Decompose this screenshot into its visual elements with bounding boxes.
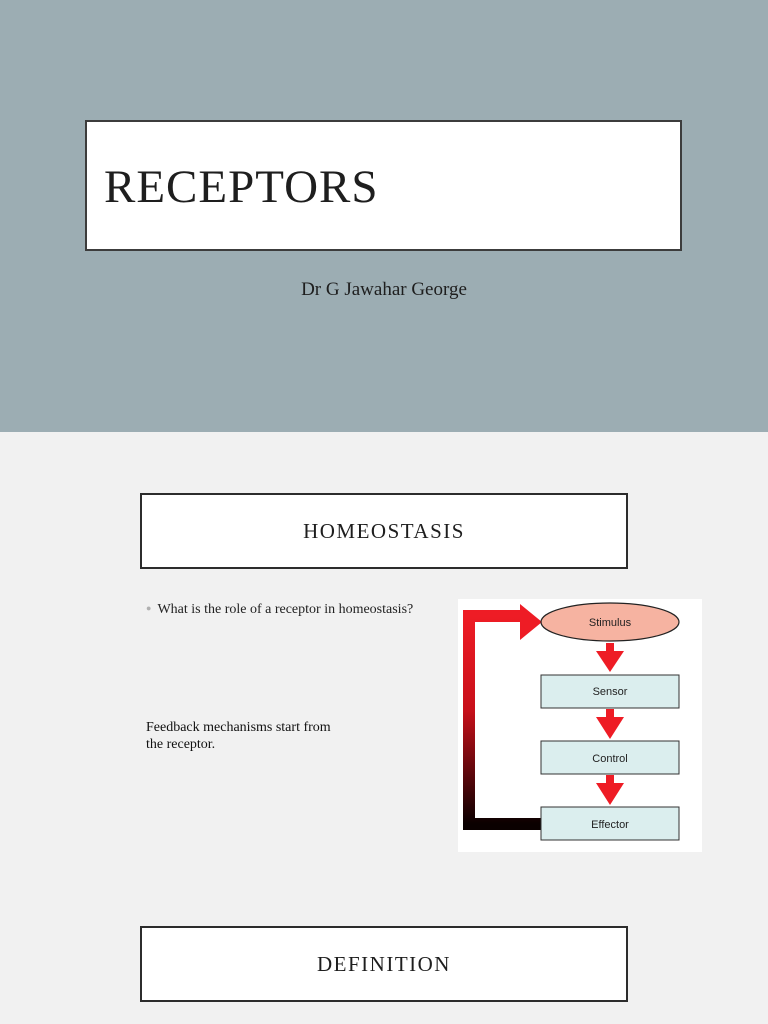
feedback-note: Feedback mechanisms start from the recep… — [146, 720, 331, 752]
bullet-dot-icon: ● — [146, 603, 152, 613]
arrow-shaft-2 — [606, 709, 614, 717]
stimulus-ellipse — [540, 602, 680, 642]
feedback-loop-arrowhead-icon — [520, 604, 542, 640]
bullet-text: What is the role of a receptor in homeos… — [157, 602, 414, 617]
down-arrow-2-icon — [596, 717, 624, 739]
stimulus-label: Stimulus — [589, 617, 632, 629]
author-name: Dr G Jawahar George — [301, 279, 467, 300]
down-arrow-1-icon — [596, 651, 624, 672]
feedback-diagram: Stimulus Sensor Control Effector — [458, 599, 702, 852]
homeostasis-heading-box: HOMEOSTASIS — [140, 493, 628, 569]
definition-heading-box: DEFINITION — [140, 926, 628, 1002]
title-slide: RECEPTORS Dr G Jawahar George — [0, 0, 768, 432]
feedback-loop-line — [463, 610, 541, 830]
down-arrow-3-icon — [596, 783, 624, 805]
effector-box — [540, 806, 680, 841]
control-box — [540, 740, 680, 775]
sensor-box — [540, 674, 680, 709]
arrow-shaft-1 — [606, 643, 614, 651]
homeostasis-heading: HOMEOSTASIS — [303, 518, 465, 543]
definition-heading: DEFINITION — [317, 951, 451, 976]
feedback-diagram-svg: Stimulus Sensor Control Effector — [463, 602, 680, 841]
control-label: Control — [592, 753, 627, 765]
arrow-shaft-3 — [606, 775, 614, 783]
sensor-label: Sensor — [593, 686, 628, 698]
effector-label: Effector — [591, 819, 629, 831]
title-box: RECEPTORS — [85, 120, 682, 251]
slide-title: RECEPTORS — [104, 161, 379, 213]
bullet-item: ● What is the role of a receptor in homeo… — [146, 602, 413, 618]
